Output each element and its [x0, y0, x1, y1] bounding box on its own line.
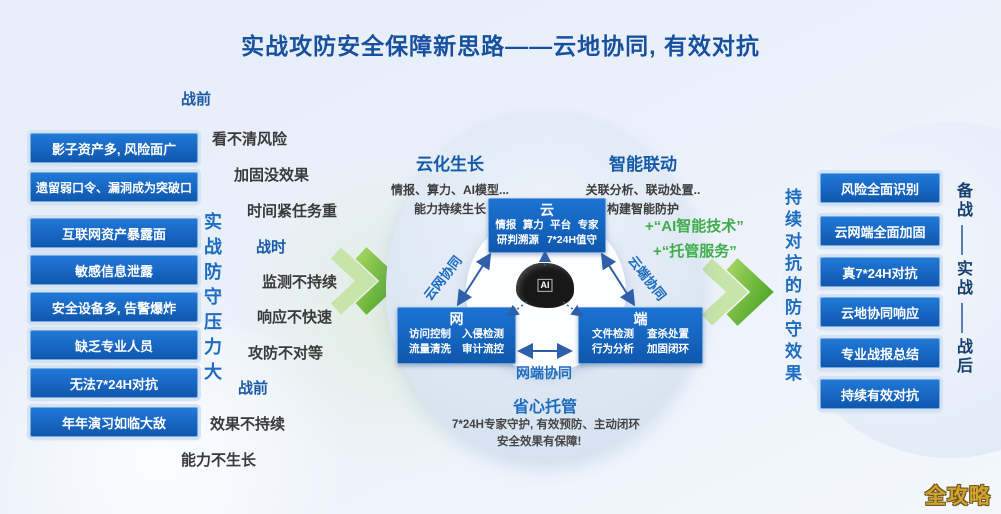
- managed-title: 省心托管: [512, 399, 577, 416]
- endpoint-box-cell: 查杀处置: [647, 328, 689, 340]
- endpoint-box: 端 文件检测 查杀处置 行为分析 加固闭环: [578, 307, 703, 364]
- endpoint-box-cell: 文件检测: [592, 328, 634, 340]
- endpoint-box-title: 端: [633, 311, 648, 327]
- network-box-cell: 入侵检测: [462, 328, 504, 340]
- smart-linkage-block: 智能联动 关联分析、联动处置.. 构建智能防护: [570, 150, 716, 219]
- brain-to-endpoint-arrow: [562, 301, 584, 317]
- outcome-item: 持续有效对抗: [820, 379, 940, 409]
- timeline-item: 攻防不对等: [248, 345, 324, 362]
- network-box-cell: 访问控制: [409, 328, 451, 340]
- outcome-item: 云网端全面加固: [820, 216, 940, 246]
- network-box: 网 访问控制 入侵检测 流量清洗 审计流控: [397, 307, 516, 364]
- outcome-item: 真7*24H对抗: [820, 257, 940, 287]
- smart-linkage-line: 构建智能防护: [606, 202, 679, 216]
- pain-point-item: 影子资产多, 风险面广: [30, 133, 198, 163]
- managed-service-note: +“托管服务”: [653, 243, 737, 260]
- smart-linkage-line: 关联分析、联动处置..: [585, 183, 701, 197]
- pain-point-item: 无法7*24H对抗: [30, 368, 198, 398]
- cloud-box-cell: 专家: [577, 219, 599, 231]
- timeline-label-mid: 战时: [256, 239, 287, 256]
- cloud-box-cell: 平台: [550, 219, 572, 231]
- ai-brain-icon: AI: [516, 263, 574, 308]
- phase-rail-item: 备战: [954, 182, 971, 220]
- outcome-item: 专业战报总结: [820, 338, 940, 368]
- pain-point-item: 年年演习如临大敌: [30, 407, 198, 437]
- smart-linkage-title: 智能联动: [609, 155, 677, 174]
- cloud-box-cell: 研判溯源: [496, 234, 539, 246]
- outcome-item: 风险全面识别: [820, 173, 940, 203]
- timeline-label-pre: 战前: [181, 91, 212, 108]
- brain-to-net-arrow: [506, 301, 528, 317]
- phase-rail-divider: [961, 225, 963, 255]
- endpoint-box-cell: 行为分析: [592, 343, 634, 355]
- pain-point-item: 安全设备多, 告警爆炸: [30, 292, 198, 322]
- net-endpoint-link-label: 网端协同: [516, 365, 572, 381]
- cloud-growth-block: 云化生长 情报、算力、AI模型... 能力持续生长: [382, 150, 518, 219]
- network-box-cell: 审计流控: [462, 343, 504, 355]
- managed-line: 7*24H专家守护, 有效预防、主动闭环: [452, 419, 640, 431]
- network-box-title: 网: [449, 311, 464, 327]
- phase-rail-divider: [961, 303, 963, 333]
- page-title: 实战攻防安全保障新思路——云地协同, 有效对抗: [241, 33, 760, 59]
- cloud-box-cell: 7*24H值守: [546, 234, 598, 246]
- timeline-item: 能力不生长: [181, 452, 257, 469]
- right-vertical-label: 持续对抗的防守效果: [782, 188, 801, 386]
- phase-rail: 备战 实战 战后: [944, 182, 980, 376]
- timeline-item: 看不清风险: [212, 131, 288, 148]
- timeline-item: 监测不持续: [262, 274, 338, 291]
- left-vertical-label: 实战防守压力大: [202, 212, 222, 387]
- phase-rail-item: 战后: [954, 338, 971, 376]
- cloud-growth-line: 能力持续生长: [413, 202, 486, 216]
- network-box-cell: 流量清洗: [409, 343, 451, 355]
- cloud-net-arrow: [456, 252, 492, 307]
- cloud-growth-line: 情报、算力、AI模型...: [390, 183, 509, 197]
- cloud-box-cell: 算力: [522, 219, 544, 231]
- pain-point-item: 遗留弱口令、漏洞成为突破口: [30, 172, 198, 202]
- watermark: 全攻略: [925, 485, 991, 508]
- timeline-item: 响应不快速: [257, 309, 333, 326]
- pain-point-item: 敏感信息泄露: [30, 255, 198, 285]
- pain-point-item: 互联网资产暴露面: [30, 218, 198, 248]
- phase-rail-item: 实战: [954, 260, 971, 298]
- ai-core-label: AI: [537, 278, 553, 292]
- cloud-endpoint-arrow: [600, 252, 636, 307]
- endpoint-box-cell: 加固闭环: [647, 343, 689, 355]
- cloud-box-title: 云: [540, 202, 554, 218]
- cloud-box: 云 情报 算力 平台 专家 研判溯源 7*24H值守: [488, 198, 606, 253]
- ai-tech-note: +“AI智能技术”: [645, 218, 744, 235]
- timeline-item: 时间紧任务重: [247, 203, 338, 220]
- timeline-item: 效果不持续: [210, 416, 286, 433]
- cloud-growth-title: 云化生长: [416, 155, 484, 174]
- pain-point-item: 缺乏专业人员: [30, 330, 198, 360]
- timeline-label-post: 战前: [238, 380, 269, 397]
- managed-line: 安全效果有保障!: [497, 436, 582, 448]
- cloud-box-cell: 情报: [495, 219, 517, 231]
- outcome-item: 云地协同响应: [820, 297, 940, 327]
- green-arrow-icon: [701, 258, 774, 326]
- timeline-item: 加固没效果: [234, 167, 310, 184]
